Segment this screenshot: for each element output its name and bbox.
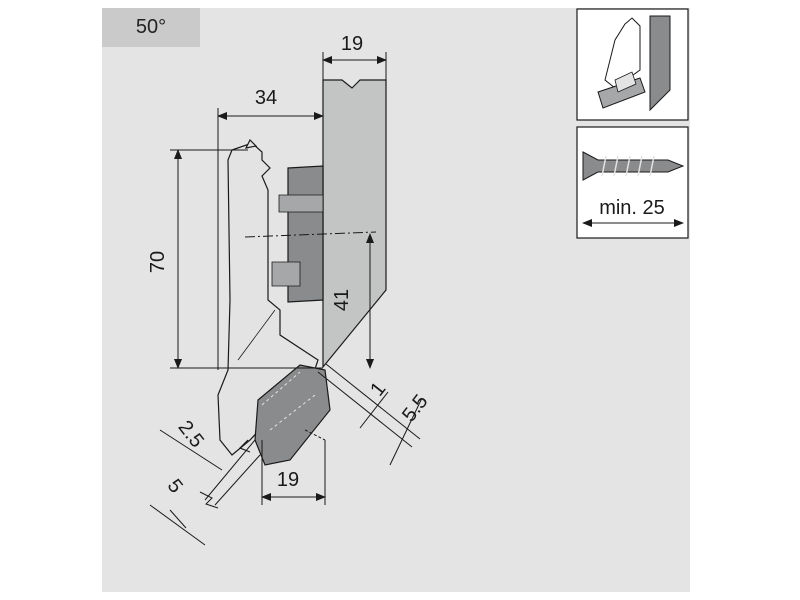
mounting-plate [271, 165, 324, 303]
dim-arm-offset: 34 [217, 87, 324, 370]
dim-plate-thickness: 19 [322, 33, 387, 80]
side-panel [322, 79, 387, 369]
dim-plate-height: 41 [244, 231, 377, 369]
angle-label: 50° [135, 16, 167, 38]
dim-1-label: 1 [366, 378, 390, 400]
dim-2-5-label: 2.5 [173, 417, 207, 452]
dim-41-label: 41 [331, 289, 353, 311]
dim-34-label: 34 [255, 87, 277, 109]
dim-height: 70 [147, 149, 323, 369]
dim-19-top-label: 19 [341, 33, 363, 55]
dim-5-label: 5 [163, 475, 187, 497]
door-edge [199, 439, 261, 509]
dim-70-label: 70 [147, 251, 169, 273]
screw-length-label: min. 25 [599, 197, 665, 219]
dim-cup-width: 19 [261, 440, 326, 505]
dim-offsets-left: 2.5 5 [149, 417, 223, 546]
dim-19-bottom-label: 19 [277, 469, 299, 491]
angle-badge [102, 8, 200, 47]
hinge-cup [238, 364, 331, 466]
screw-icon: min. 25 [576, 126, 689, 239]
dim-5-5-label: 5.5 [398, 391, 432, 426]
dim-offsets-right: 1 5.5 [317, 363, 433, 466]
hinge-mount-icon [576, 8, 689, 121]
